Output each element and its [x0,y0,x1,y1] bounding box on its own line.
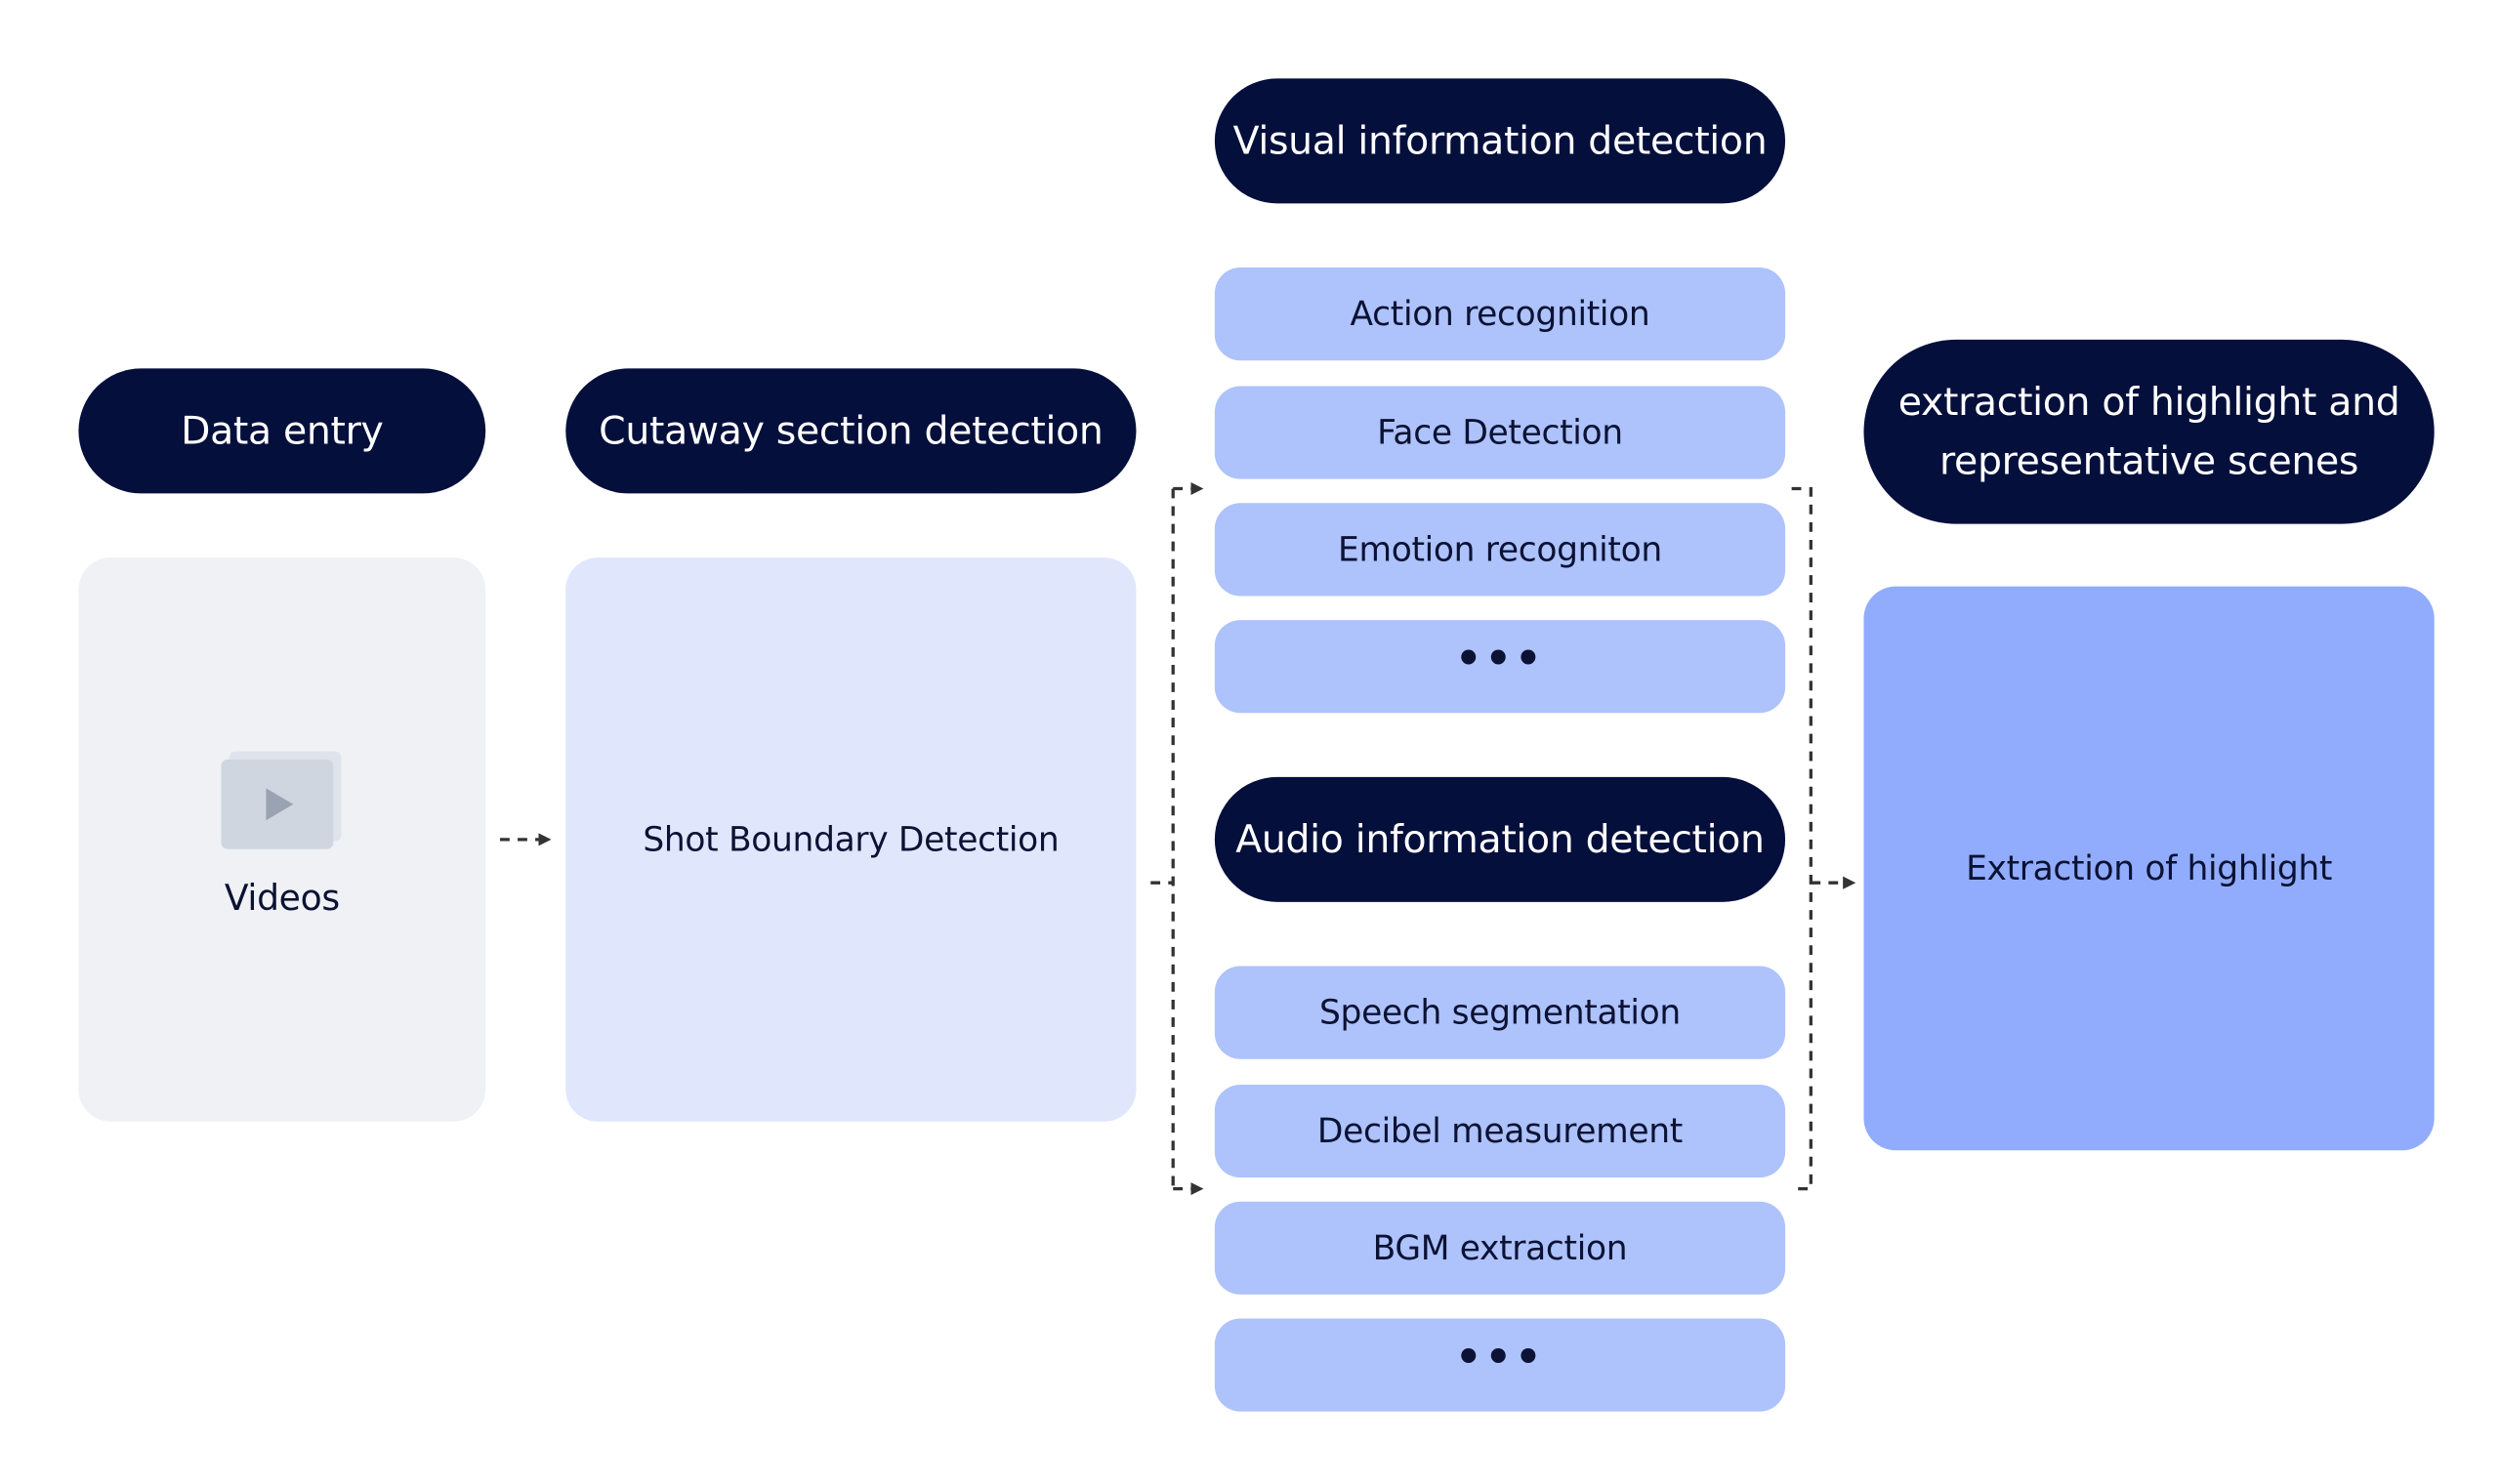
shot-boundary-panel: Shot Boundary Detection [565,557,1137,1122]
audio-item-speech: Speech segmentation [1214,966,1786,1059]
cutaway-node: Cutaway section detection [565,368,1137,494]
visual-info-node: Visual information detection [1214,78,1786,204]
extraction-of-highlight-panel: Extraction of highlight [1863,586,2435,1151]
ellipsis-icon: ••• [1455,1334,1545,1383]
audio-item-bgm: BGM extraction [1214,1201,1786,1295]
visual-item-emotion: Emotion recogniton [1214,503,1786,597]
videos-panel: Videos [78,557,486,1122]
ellipsis-icon: ••• [1455,636,1545,684]
audio-item-decibel: Decibel measurement [1214,1084,1786,1178]
data-entry-node: Data entry [78,368,486,494]
video-play-icon [221,750,343,850]
visual-item-action: Action recognition [1214,268,1786,361]
audio-info-node: Audio information detection [1214,776,1786,902]
videos-label: Videos [224,879,340,920]
highlight-extraction-node: extraction of highlight and representati… [1863,339,2435,524]
visual-item-more: ••• [1214,620,1786,714]
visual-item-face: Face Detection [1214,386,1786,479]
audio-item-more: ••• [1214,1318,1786,1412]
bracket-right [1791,486,1812,1191]
